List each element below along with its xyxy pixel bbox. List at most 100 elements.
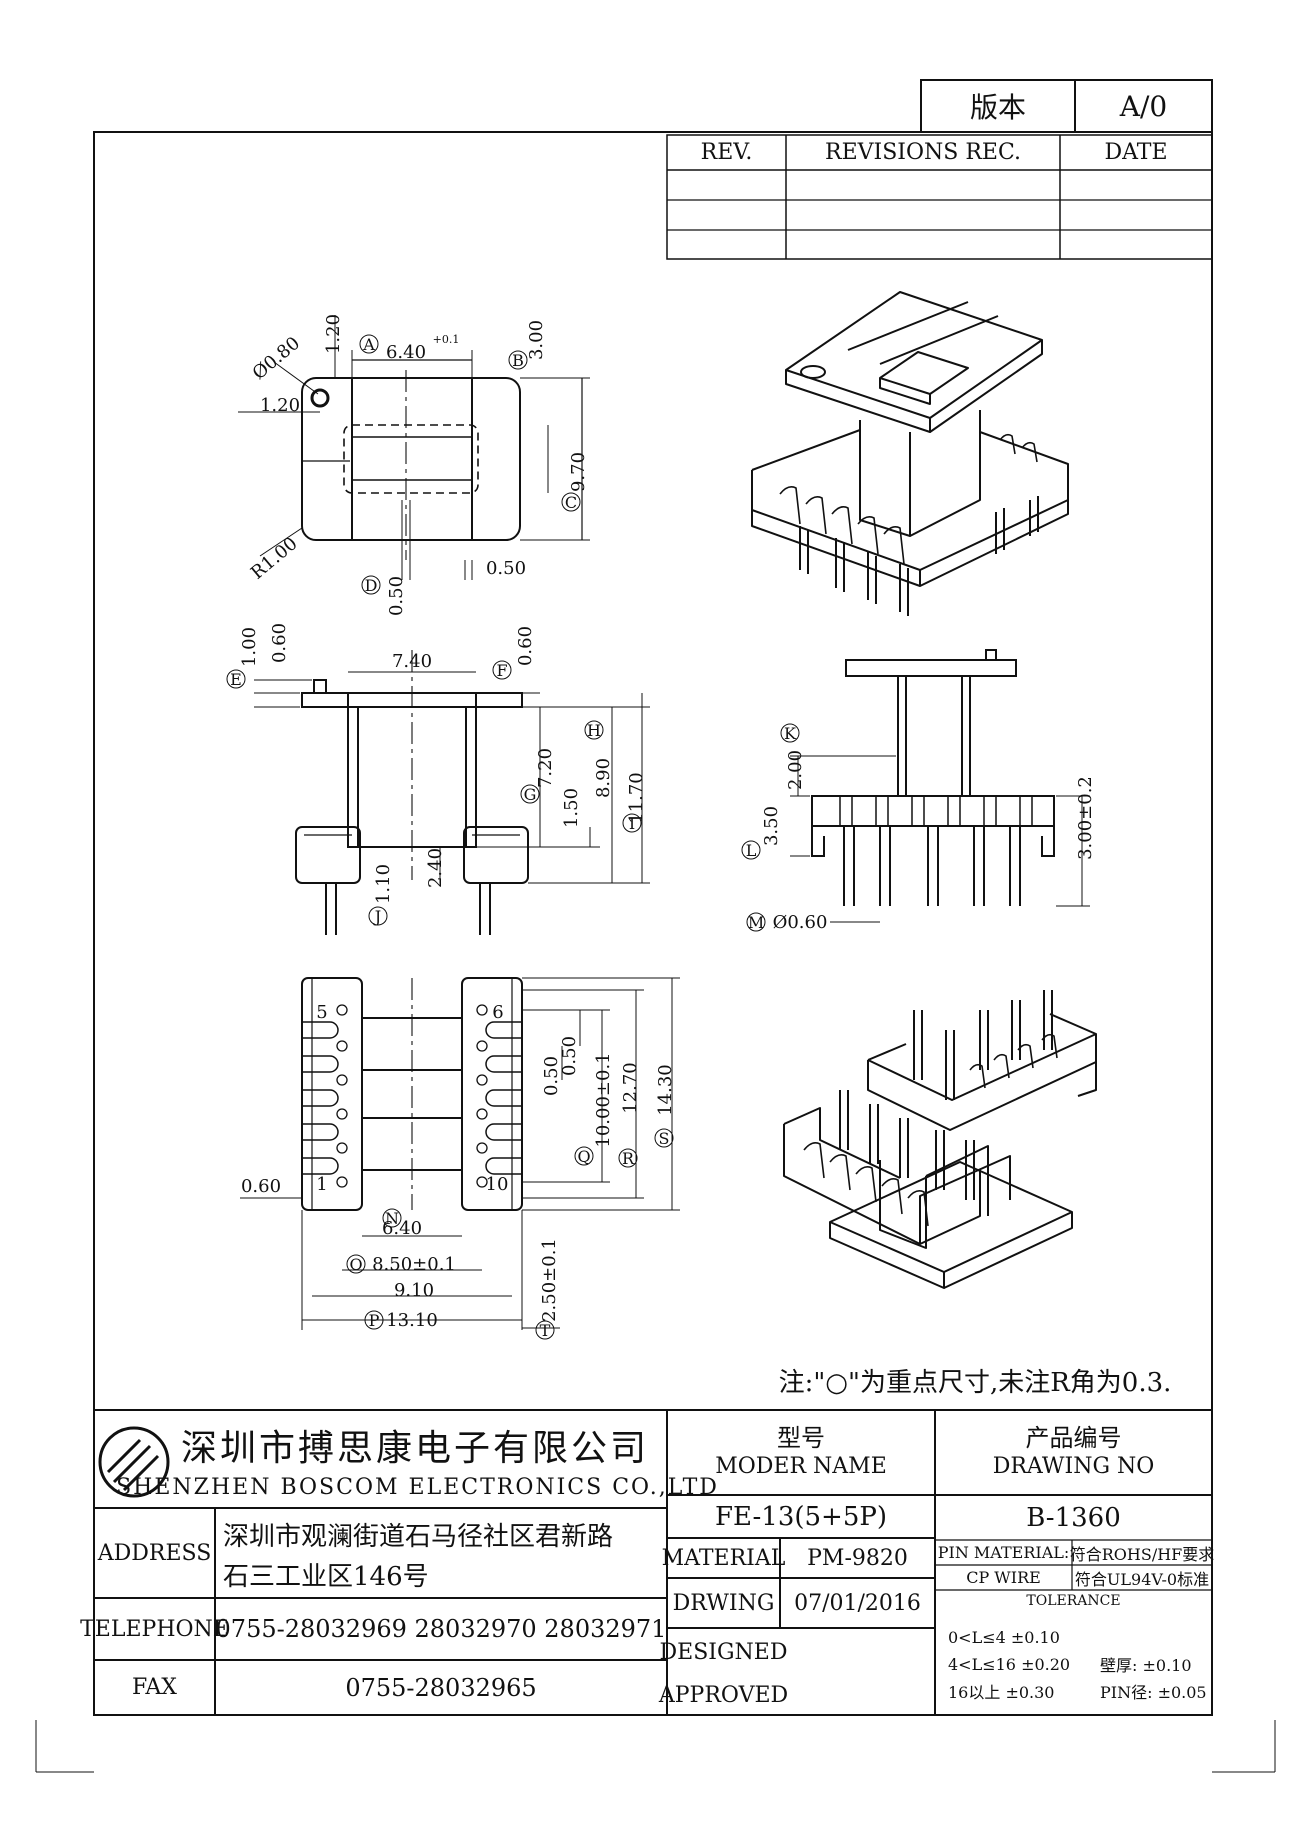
model-label-cn: 型号 — [777, 1423, 825, 1452]
drawing-note: 注:"○"为重点尺寸,未注R角为0.3. — [778, 1367, 1172, 1398]
front-view — [254, 650, 650, 935]
tolerance-1: 0<L≤4 ±0.10 — [948, 1627, 1060, 1647]
dim-E: 1.00 — [238, 626, 260, 668]
dim-E2: 0.60 — [268, 622, 290, 664]
top-view-labels — [359, 334, 581, 595]
iso-view-bottom — [783, 990, 1097, 1289]
label-J: J — [374, 906, 382, 926]
tolerance-label: TOLERANCE — [1026, 1593, 1121, 1609]
tolerance-pin: PIN径: ±0.05 — [1100, 1683, 1207, 1702]
dim-N: 6.40 — [381, 1217, 423, 1239]
telephone-label: TELEPHONE — [80, 1616, 229, 1642]
label-Q: Q — [577, 1146, 591, 1166]
label-R: R — [621, 1148, 635, 1168]
tolerance-3: 16以上 ±0.30 — [948, 1683, 1055, 1702]
company-name-cn: 深圳市搏思康电子有限公司 — [180, 1428, 649, 1469]
label-P: P — [368, 1310, 380, 1330]
label-D: D — [364, 575, 378, 595]
label-A: A — [363, 334, 375, 354]
dim-A-value: 6.40 — [385, 341, 427, 363]
dim-F: 0.60 — [514, 625, 536, 667]
label-K: K — [784, 723, 796, 743]
tolerance-wall: 壁厚: ±0.10 — [1100, 1656, 1192, 1675]
label-F: F — [496, 660, 508, 680]
pin-1: 1 — [316, 1173, 328, 1195]
dim-O: 8.50±0.1 — [372, 1253, 456, 1275]
address-line2: 石三工业区146号 — [223, 1561, 429, 1592]
dim-O-vertical: 10.00±0.1 — [592, 1052, 614, 1148]
iso-view-top — [751, 291, 1069, 616]
revisions-header: REVISIONS REC. — [825, 140, 1021, 165]
approved-label: APPROVED — [658, 1683, 789, 1708]
fax-label: FAX — [132, 1675, 177, 1700]
label-H: H — [587, 720, 601, 740]
label-E: E — [230, 669, 242, 689]
label-O: O — [349, 1254, 363, 1274]
dim-P: 13.10 — [386, 1309, 438, 1331]
dim-D2-value: 0.50 — [485, 557, 527, 579]
dim-left-gap: 0.60 — [240, 1175, 282, 1197]
telephone-value: 0755-28032969 28032970 28032971 — [215, 1615, 667, 1643]
bottom-view-circles — [346, 1128, 674, 1340]
dim-C-value: 9.70 — [567, 451, 589, 493]
company-name-en: SHENZHEN BOSCOM ELECTRONICS CO.,LTD — [116, 1474, 719, 1500]
drwing-date: 07/01/2016 — [794, 1590, 921, 1616]
dim-K: 2.00 — [784, 749, 806, 791]
rev-header: REV. — [700, 140, 753, 165]
drawing-no-label-en: DRAWING NO — [992, 1453, 1155, 1479]
dim-H: 8.90 — [592, 757, 614, 799]
label-T: T — [539, 1320, 551, 1340]
top-view — [238, 315, 590, 580]
pin-6: 6 — [492, 1001, 504, 1023]
label-L: L — [745, 840, 757, 860]
material-value: PM-9820 — [807, 1545, 908, 1571]
ul-value: 符合UL94V-0标准 — [1074, 1569, 1210, 1589]
dim-D-value: 0.50 — [385, 575, 407, 617]
side-view-circles — [741, 723, 800, 932]
dim-R: 12.70 — [619, 1062, 641, 1114]
date-header: DATE — [1104, 140, 1168, 165]
label-I: I — [628, 813, 636, 833]
drwing-label: DRWING — [672, 1590, 775, 1616]
side-view — [790, 649, 1090, 923]
designed-label: DESIGNED — [659, 1639, 788, 1665]
label-G: G — [523, 784, 537, 804]
dim-pos-h: 1.20 — [259, 394, 301, 416]
dim-B-value: 3.00 — [525, 319, 547, 361]
pin-material-value: 符合ROHS/HF要求 — [1069, 1544, 1215, 1564]
dim-L: 3.50 — [760, 805, 782, 847]
dim-pin-len: 3.00±0.2 — [1074, 776, 1096, 860]
dim-I: 11.70 — [625, 772, 647, 824]
material-label: MATERIAL — [661, 1545, 786, 1571]
tolerance-2: 4<L≤16 ±0.20 — [948, 1654, 1071, 1674]
pin-10: 10 — [485, 1173, 509, 1195]
model-label-en: MODER NAME — [715, 1453, 887, 1479]
label-N: N — [385, 1208, 399, 1228]
pin-material-label: PIN MATERIAL: — [937, 1543, 1070, 1562]
dim-w91: 9.10 — [393, 1279, 435, 1301]
dim-pos-v: 1.20 — [322, 313, 344, 355]
fax-value: 0755-28032965 — [345, 1673, 537, 1702]
version-value: A/0 — [1119, 89, 1168, 123]
bottom-view — [240, 977, 680, 1330]
dim-T: 2.50±0.1 — [538, 1238, 560, 1322]
label-M: M — [747, 912, 765, 932]
dim-low: 2.40 — [424, 847, 446, 889]
pin-5: 5 — [316, 1001, 328, 1023]
label-B: B — [512, 350, 524, 370]
address-line1: 深圳市观澜街道石马径社区君新路 — [223, 1521, 614, 1552]
dim-J: 1.10 — [372, 863, 394, 905]
drawing-no-label-cn: 产品编号 — [1025, 1423, 1122, 1452]
dim-M: Ø0.60 — [772, 911, 828, 933]
drawing-no-value: B-1360 — [1026, 1502, 1121, 1533]
model-value: FE-13(5+5P) — [714, 1501, 888, 1532]
dim-s2: 0.50 — [558, 1035, 580, 1077]
dim-G: 7.20 — [534, 747, 556, 789]
dim-mid: 1.50 — [560, 787, 582, 829]
company-logo — [98, 1426, 170, 1498]
version-label: 版本 — [969, 91, 1026, 124]
label-C: C — [564, 492, 578, 512]
address-label: ADDRESS — [97, 1540, 212, 1566]
dim-A-tol: +0.1 — [432, 332, 460, 346]
